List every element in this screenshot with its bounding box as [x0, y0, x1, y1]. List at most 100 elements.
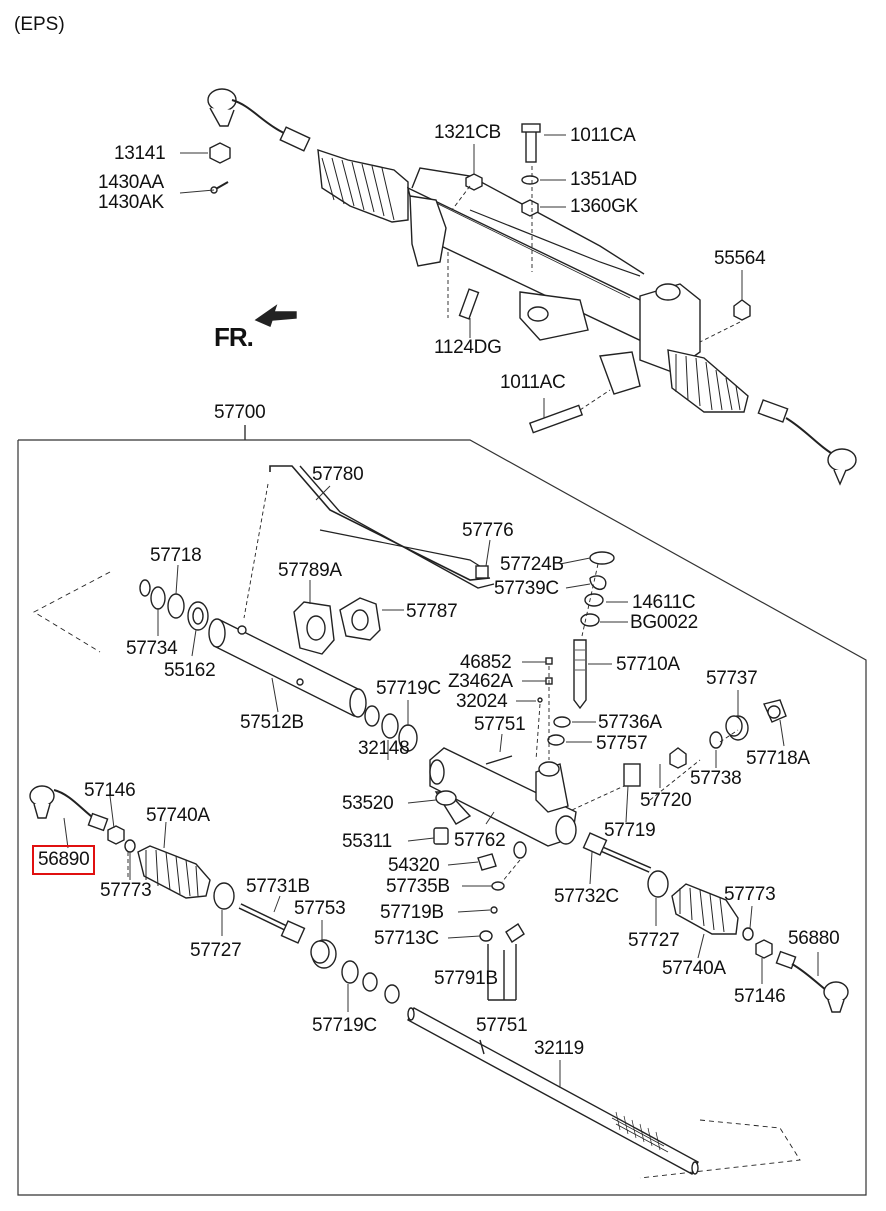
label-57719C-b[interactable]: 57719C: [312, 1015, 377, 1036]
label-57146-b[interactable]: 57146: [734, 986, 786, 1007]
housing-57751: [429, 747, 577, 847]
label-57791B[interactable]: 57791B: [434, 968, 498, 989]
top-right-boot: [667, 349, 749, 413]
label-57146-a[interactable]: 57146: [84, 780, 136, 801]
label-57738[interactable]: 57738: [690, 768, 742, 789]
label-57736A[interactable]: 57736A: [598, 712, 662, 733]
nut-55564: [733, 299, 751, 321]
label-57762[interactable]: 57762: [454, 830, 506, 851]
bush-57719: [623, 763, 641, 787]
label-57718A[interactable]: 57718A: [746, 748, 810, 769]
label-1011CA[interactable]: 1011CA: [570, 125, 636, 146]
seal-14611C: [584, 593, 604, 607]
label-57740A-a[interactable]: 57740A: [146, 805, 210, 826]
tierod-end-56880: [775, 950, 849, 1013]
nut-57146-a: [107, 825, 125, 845]
label-57512B[interactable]: 57512B: [240, 712, 304, 733]
nut-13141: [209, 142, 231, 164]
ring-57738: [709, 731, 723, 749]
label-32024[interactable]: 32024: [456, 691, 508, 712]
label-57773-b[interactable]: 57773: [724, 884, 776, 905]
seal-57736A: [553, 716, 571, 728]
nut-1360GK: [521, 199, 539, 217]
boot-57740A-left: [137, 845, 211, 899]
label-1351AD[interactable]: 1351AD: [570, 169, 637, 190]
fr-arrow: [254, 304, 297, 327]
label-57787[interactable]: 57787: [406, 601, 458, 622]
nut-57713C: [479, 930, 493, 942]
label-1430AA[interactable]: 1430AA: [98, 172, 164, 193]
top-pinion-body: [639, 283, 701, 373]
label-32148[interactable]: 32148: [358, 738, 410, 759]
ring-32148-a: [364, 705, 380, 727]
label-57740A-b[interactable]: 57740A: [662, 958, 726, 979]
label-57731B[interactable]: 57731B: [246, 876, 310, 897]
label-14611C[interactable]: 14611C: [632, 592, 696, 613]
pipe-57780: [269, 465, 491, 581]
ring-57719C-b: [341, 960, 359, 984]
header-eps: (EPS): [14, 14, 65, 35]
label-56880[interactable]: 56880: [788, 928, 840, 949]
label-57727-b[interactable]: 57727: [628, 930, 680, 951]
label-57719B[interactable]: 57719B: [380, 902, 444, 923]
label-13141[interactable]: 13141: [114, 143, 166, 164]
label-55162[interactable]: 55162: [164, 660, 216, 681]
bush-55311: [433, 827, 449, 845]
ring-BG0022: [580, 613, 600, 627]
label-57773-a[interactable]: 57773: [100, 880, 152, 901]
label-1321CB[interactable]: 1321CB: [434, 122, 501, 143]
boot-57740A-right: [671, 883, 739, 935]
label-57789A[interactable]: 57789A: [278, 560, 342, 581]
label-1124DG[interactable]: 1124DG: [434, 337, 502, 358]
label-53520[interactable]: 53520: [342, 793, 394, 814]
nut-57720: [669, 747, 687, 769]
label-46852[interactable]: 46852: [460, 652, 512, 673]
ring-57757: [547, 734, 565, 746]
valve-57710A: [573, 639, 587, 710]
label-57724B[interactable]: 57724B: [500, 554, 564, 575]
label-55564[interactable]: 55564: [714, 248, 766, 269]
label-57751-a[interactable]: 57751: [474, 714, 526, 735]
label-57776[interactable]: 57776: [462, 520, 514, 541]
section-frame: [17, 439, 867, 1196]
label-57732C[interactable]: 57732C: [554, 886, 619, 907]
clamp-57727-left: [213, 882, 235, 910]
oring-57734: [139, 579, 151, 597]
label-57719[interactable]: 57719: [604, 820, 656, 841]
label-Z3462A[interactable]: Z3462A: [448, 671, 513, 692]
label-57718[interactable]: 57718: [150, 545, 202, 566]
label-54320[interactable]: 54320: [388, 855, 440, 876]
label-57720[interactable]: 57720: [640, 790, 692, 811]
label-57727-a[interactable]: 57727: [190, 940, 242, 961]
label-57734[interactable]: 57734: [126, 638, 178, 659]
label-1011AC[interactable]: 1011AC: [500, 372, 566, 393]
label-BG0022[interactable]: BG0022: [630, 612, 698, 633]
label-57753[interactable]: 57753: [294, 898, 346, 919]
clip-57739C: [589, 575, 607, 590]
label-57713C[interactable]: 57713C: [374, 928, 439, 949]
oring-57718-a: [150, 586, 166, 610]
top-mid-bracket: [519, 291, 589, 341]
exploded-parts: [29, 465, 849, 1179]
pin-57719B: [490, 906, 498, 914]
pin-46852: [545, 657, 553, 665]
cap-57724B: [589, 551, 615, 565]
label-57700[interactable]: 57700: [214, 402, 266, 423]
label-57751-b[interactable]: 57751: [476, 1015, 528, 1036]
label-57710A[interactable]: 57710A: [616, 654, 680, 675]
label-56890-highlighted[interactable]: 56890: [31, 845, 96, 875]
label-57735B[interactable]: 57735B: [386, 876, 450, 897]
label-57780[interactable]: 57780: [312, 464, 364, 485]
label-32119[interactable]: 32119: [534, 1038, 584, 1059]
label-57737[interactable]: 57737: [706, 668, 758, 689]
label-57757[interactable]: 57757: [596, 733, 648, 754]
oring-57718-b: [167, 593, 185, 619]
top-left-boot: [317, 148, 409, 223]
label-1430AK[interactable]: 1430AK: [98, 192, 164, 213]
clip-57773-a: [124, 839, 136, 853]
label-57739C[interactable]: 57739C: [494, 578, 559, 599]
label-57719C-a[interactable]: 57719C: [376, 678, 441, 699]
tube-57512B: [208, 618, 367, 718]
label-55311[interactable]: 55311: [342, 831, 392, 852]
label-1360GK[interactable]: 1360GK: [570, 196, 638, 217]
